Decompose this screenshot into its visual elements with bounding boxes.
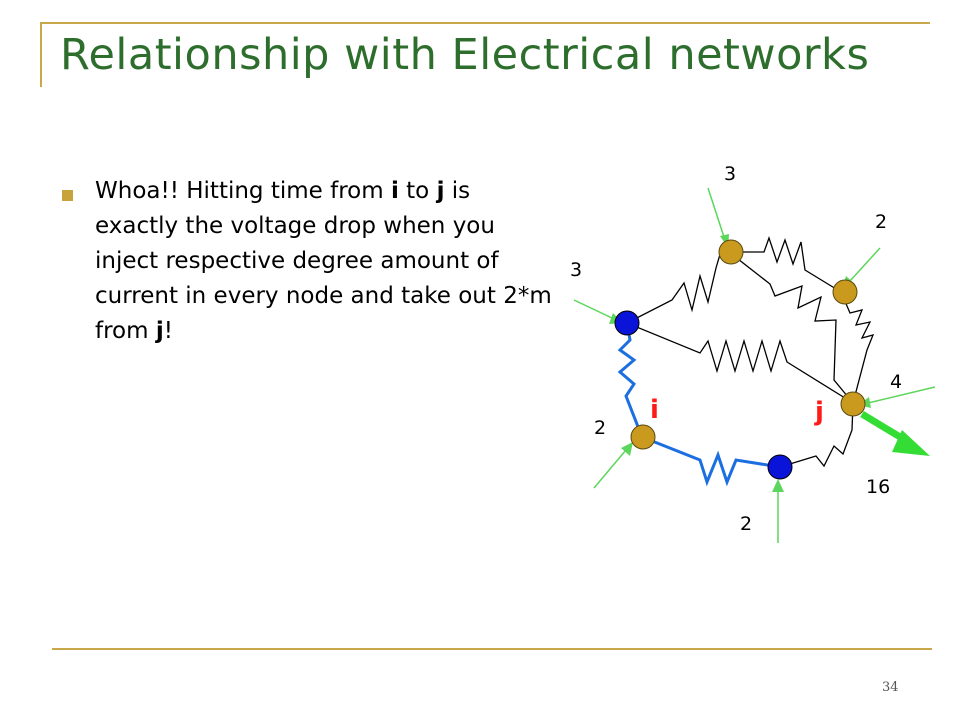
node-bottom (767, 454, 793, 480)
current-label-bottom: 2 (740, 513, 752, 535)
current-label-out: 16 (866, 476, 890, 498)
arrow-out-j (860, 411, 930, 456)
slide-title: Relationship with Electrical networks (60, 30, 870, 80)
current-label-top: 3 (724, 163, 736, 185)
edge-left-j (626, 322, 854, 404)
arrow-in-bottom-left (593, 442, 633, 489)
edge-topright-j (840, 291, 875, 404)
current-label-left: 3 (570, 259, 582, 281)
current-label-right: 4 (890, 371, 902, 393)
node-top (718, 239, 744, 265)
bullet-text: Whoa!! Hitting time from i to j is exact… (95, 178, 552, 344)
frame-bottom-rule (52, 648, 932, 650)
edge-top-topright (729, 236, 842, 293)
node-j (840, 391, 866, 417)
node-i (630, 424, 656, 450)
label-node-j: j (814, 397, 824, 427)
edge-i-bottom-blue (641, 435, 781, 487)
frame-left-rule (40, 22, 42, 87)
arrow-in-bottom (772, 479, 784, 543)
label-node-i: i (650, 395, 659, 425)
frame-top-rule (40, 22, 930, 24)
page-number: 34 (882, 680, 899, 695)
edge-top-j (728, 251, 854, 404)
node-left (614, 310, 640, 336)
edge-bottom-j (779, 402, 854, 468)
arrow-in-top (707, 187, 729, 248)
edge-left-i-blue (617, 322, 644, 438)
current-label-bottom-left: 2 (594, 417, 606, 439)
node-top-right (832, 279, 858, 305)
edge-left-top (626, 250, 730, 324)
current-label-top-right: 2 (875, 211, 887, 233)
bullet-marker (62, 190, 73, 201)
